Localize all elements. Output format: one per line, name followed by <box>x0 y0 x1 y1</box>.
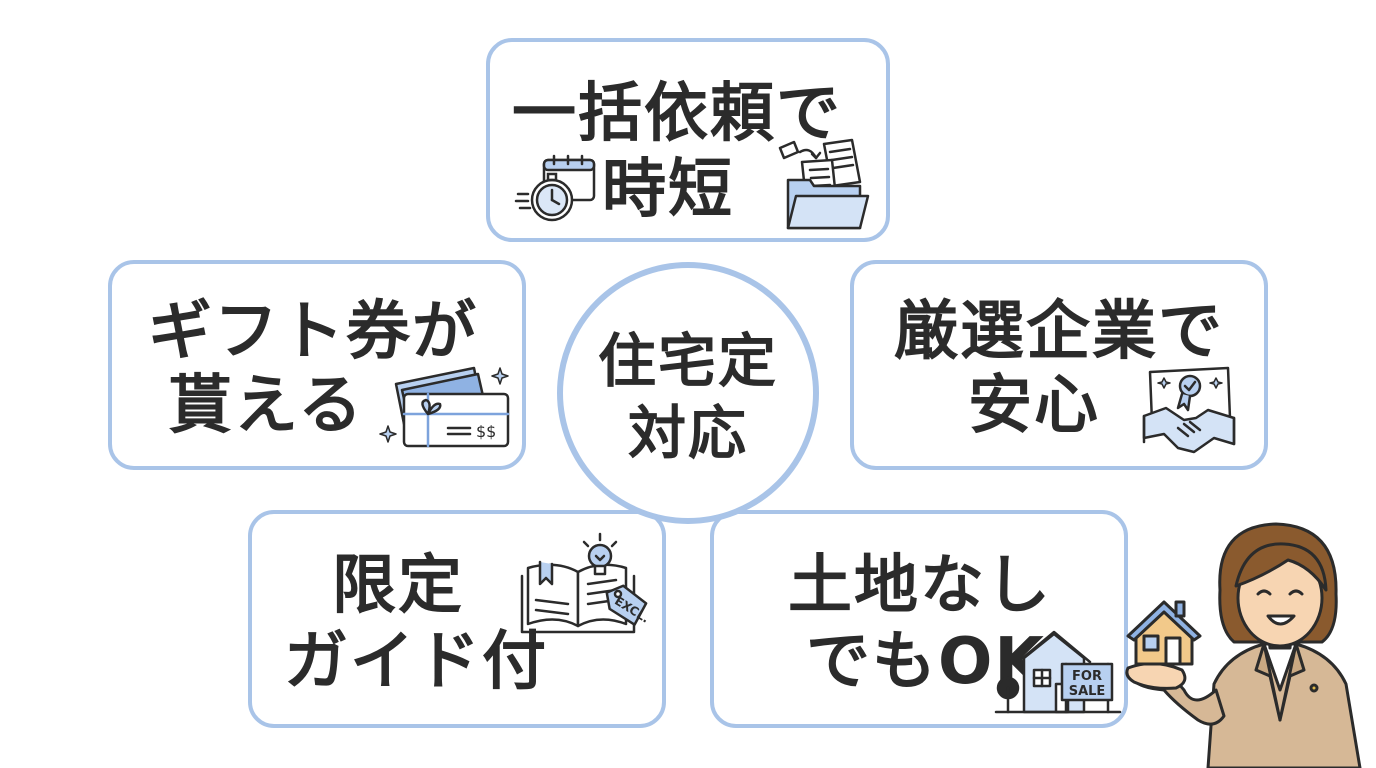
card-bl-line2: ガイド付 <box>284 625 548 699</box>
card-top-line2: 時短 <box>602 153 734 227</box>
center-line2: 対応 <box>627 399 748 467</box>
card-trusted-company: 厳選企業で 安心 <box>850 260 1268 470</box>
card-left-line2: 貰える <box>168 369 365 443</box>
gift-card-cash-icon: $$ <box>379 364 512 450</box>
card-bl-line1: 限定 <box>332 549 464 623</box>
card-top-line1: 一括依頼で <box>512 77 842 151</box>
center-line1: 住宅定 <box>597 327 778 395</box>
stopwatch-calendar-icon <box>514 154 598 224</box>
card-left-line1: ギフト券が <box>148 295 478 369</box>
card-br-line1: 土地なし <box>788 549 1052 623</box>
sign-line2: SALE <box>1069 684 1106 699</box>
book-lightbulb-excl-tag-icon: EXCL. <box>520 528 662 638</box>
house-for-sale-sign-icon: FOR SALE <box>994 624 1122 716</box>
gift-card-amount: $$ <box>476 422 496 441</box>
sign-line1: FOR <box>1072 669 1102 684</box>
folder-documents-icon <box>776 138 872 230</box>
center-circle: 住宅定 対応 <box>557 262 819 524</box>
card-right-line1: 厳選企業で <box>894 295 1224 369</box>
card-bulk-request: 一括依頼で 時短 <box>486 38 890 242</box>
card-right-line2: 安心 <box>968 369 1100 443</box>
real-estate-agent-illustration <box>1124 520 1374 768</box>
card-limited-guide: 限定 ガイド付 EXCL. <box>248 510 666 728</box>
card-no-land-ok: 土地なし でもOK FOR SALE <box>710 510 1128 728</box>
certificate-handshake-icon <box>1142 364 1236 456</box>
card-gift-card: ギフト券が 貰える $$ <box>108 260 526 470</box>
